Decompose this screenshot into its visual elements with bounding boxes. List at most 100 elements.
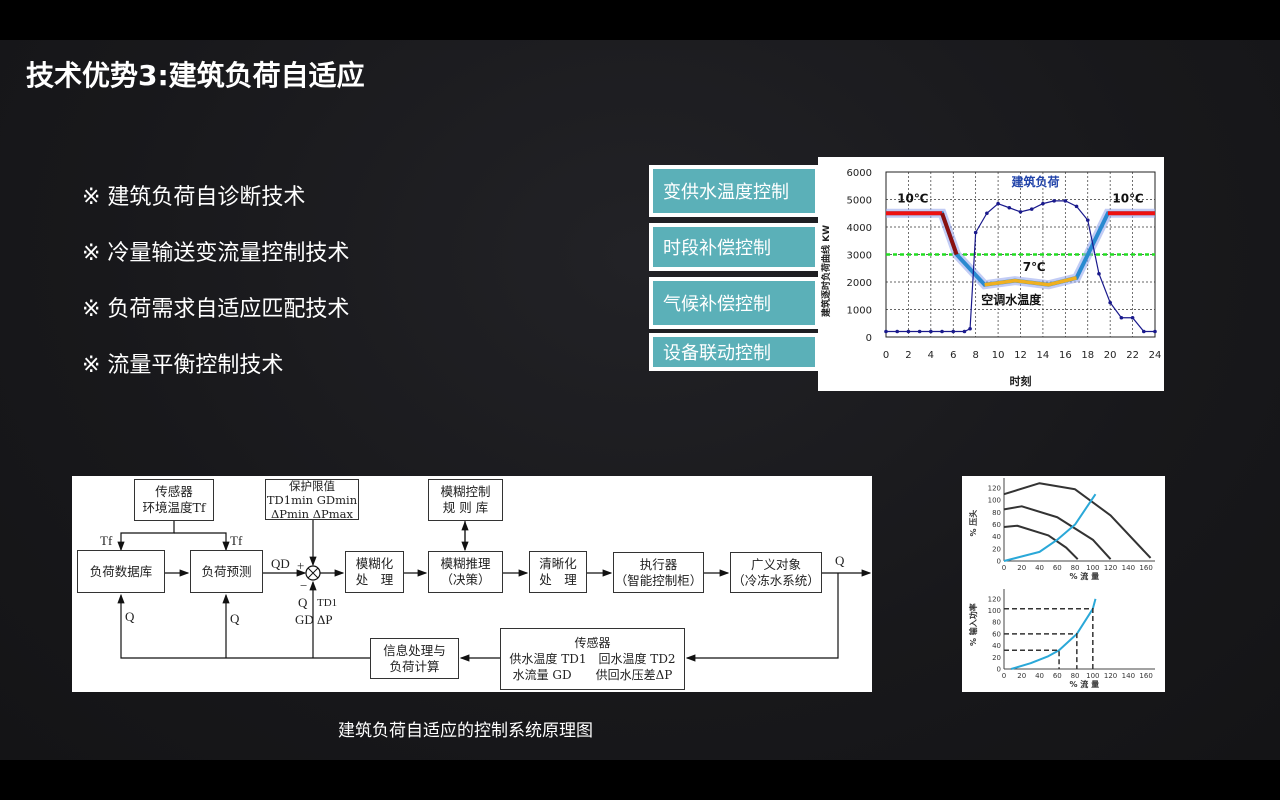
load-point <box>1074 204 1079 209</box>
load-database-box: 负荷数据库 <box>77 550 165 593</box>
load-forecast-box: 负荷预测 <box>190 550 263 593</box>
box-line: TD1min GDmin <box>266 492 358 507</box>
annotation-7c: 7℃ <box>1023 260 1046 274</box>
box-line: 水流量 GD 供回水压差ΔP <box>512 668 673 682</box>
guide-line <box>1004 633 1078 669</box>
x-tick-label: 100 <box>1086 672 1099 680</box>
x-axis-label: % 流 量 <box>1070 571 1100 581</box>
load-point <box>1041 201 1045 206</box>
y-tick-label: 2000 <box>847 278 872 289</box>
box-line: 模糊推理 <box>440 556 491 571</box>
x-tick-label: 10 <box>992 350 1005 361</box>
load-point <box>1052 199 1056 203</box>
label-tf: Tf <box>100 533 113 548</box>
x-tick-label: 20 <box>1104 350 1117 361</box>
annotation-load: 建筑负荷 <box>1011 174 1060 189</box>
y-tick-label: 3000 <box>847 251 872 262</box>
load-point <box>996 201 1000 206</box>
load-line <box>886 200 1155 333</box>
load-point <box>1141 329 1146 334</box>
x-tick-label: 60 <box>1053 672 1062 680</box>
y-tick-label: 40 <box>992 533 1001 541</box>
fuzzify-box: 模糊化处 理 <box>345 551 404 593</box>
label-qd: QD <box>271 556 290 571</box>
x-tick-label: 40 <box>1035 564 1044 572</box>
fuzzy-rules-box: 模糊控制规 则 库 <box>428 479 503 521</box>
box-line: 负荷计算 <box>389 658 440 674</box>
box-line: 处 理 <box>539 572 577 587</box>
x-tick-label: 0 <box>883 350 889 361</box>
curve-pump2 <box>1003 505 1112 560</box>
load-point <box>951 329 956 334</box>
box-line: 清晰化 <box>539 556 577 571</box>
label-minus: − <box>300 578 308 593</box>
load-point <box>1097 271 1101 276</box>
x-tick-label: 120 <box>1104 564 1117 572</box>
y-tick-label: 40 <box>992 642 1001 650</box>
defuzzify-box: 清晰化处 理 <box>529 551 587 593</box>
diagram-caption: 建筑负荷自适应的控制系统原理图 <box>338 721 593 741</box>
tag-time-compensation: 时段补偿控制 <box>649 223 819 271</box>
x-tick-label: 0 <box>1002 672 1006 680</box>
x-tick-label: 4 <box>928 350 934 361</box>
box-line: 执行器 <box>639 556 678 572</box>
bullet-item: ※ 建筑负荷自诊断技术 <box>82 185 306 210</box>
y-axis-label: % 输入功率 <box>968 603 978 646</box>
label-q: Q <box>230 611 240 626</box>
x-tick-label: 100 <box>1086 564 1099 572</box>
box-line: 模糊化 <box>355 556 394 571</box>
curve-system <box>1003 493 1097 562</box>
load-point <box>1153 329 1157 334</box>
y-tick-label: 5000 <box>847 196 872 207</box>
y-axis-label: % 压头 <box>968 510 978 537</box>
load-point <box>884 329 888 334</box>
box-line: （智能控制柜） <box>614 572 703 588</box>
y-tick-label: 100 <box>988 497 1001 505</box>
load-point <box>1085 218 1090 222</box>
box-line: 模糊控制 <box>440 484 491 499</box>
x-tick-label: 2 <box>905 350 911 361</box>
y-tick-label: 80 <box>992 619 1001 627</box>
x-tick-label: 160 <box>1139 672 1152 680</box>
load-point <box>973 230 978 235</box>
x-tick-label: 140 <box>1122 564 1135 572</box>
fuzzy-inference-box: 模糊推理（决策） <box>428 551 503 593</box>
box-line: 保护限值 <box>289 478 335 493</box>
bullet-item: ※ 流量平衡控制技术 <box>82 353 284 378</box>
x-tick-label: 14 <box>1037 350 1050 361</box>
load-point <box>929 329 933 334</box>
y-tick-label: 0 <box>866 333 872 344</box>
label-q-output: Q <box>835 553 845 568</box>
box-line: （冷冻水系统） <box>732 572 820 588</box>
plant-box: 广义对象（冷冻水系统） <box>730 552 822 593</box>
y-tick-label: 0 <box>997 666 1001 674</box>
sensor-env-box: 传感器环境温度Tf <box>134 479 214 521</box>
y-tick-label: 1000 <box>847 306 872 317</box>
box-line: 环境温度Tf <box>142 500 206 515</box>
load-point <box>968 326 972 331</box>
x-tick-label: 20 <box>1017 672 1026 680</box>
x-tick-label: 16 <box>1059 350 1072 361</box>
box-line: 信息处理与 <box>383 642 446 658</box>
load-point <box>1007 205 1012 210</box>
x-tick-label: 60 <box>1053 564 1062 572</box>
curve-pump3 <box>1003 524 1079 560</box>
label-tf: Tf <box>230 533 243 548</box>
slide: 技术优势3:建筑负荷自适应 ※ 建筑负荷自诊断技术 ※ 冷量输送变流量控制技术 … <box>0 40 1280 760</box>
diagram-connectors <box>117 520 872 662</box>
box-line: 供水温度 TD1 回水温度 TD2 <box>509 652 676 666</box>
tag-supply-temp: 变供水温度控制 <box>649 165 819 217</box>
y-tick-label: 60 <box>992 521 1001 529</box>
y-axis-label: 建筑逐时负荷曲线 KW <box>820 225 832 317</box>
load-point <box>917 329 922 334</box>
water-temp-7c-segment <box>984 276 1077 287</box>
x-axis-label: % 流 量 <box>1070 679 1100 689</box>
label-td1: TD1 <box>317 597 338 609</box>
label-plus: + <box>297 558 305 573</box>
box-line: 广义对象 <box>750 556 801 572</box>
load-point <box>1108 300 1112 305</box>
